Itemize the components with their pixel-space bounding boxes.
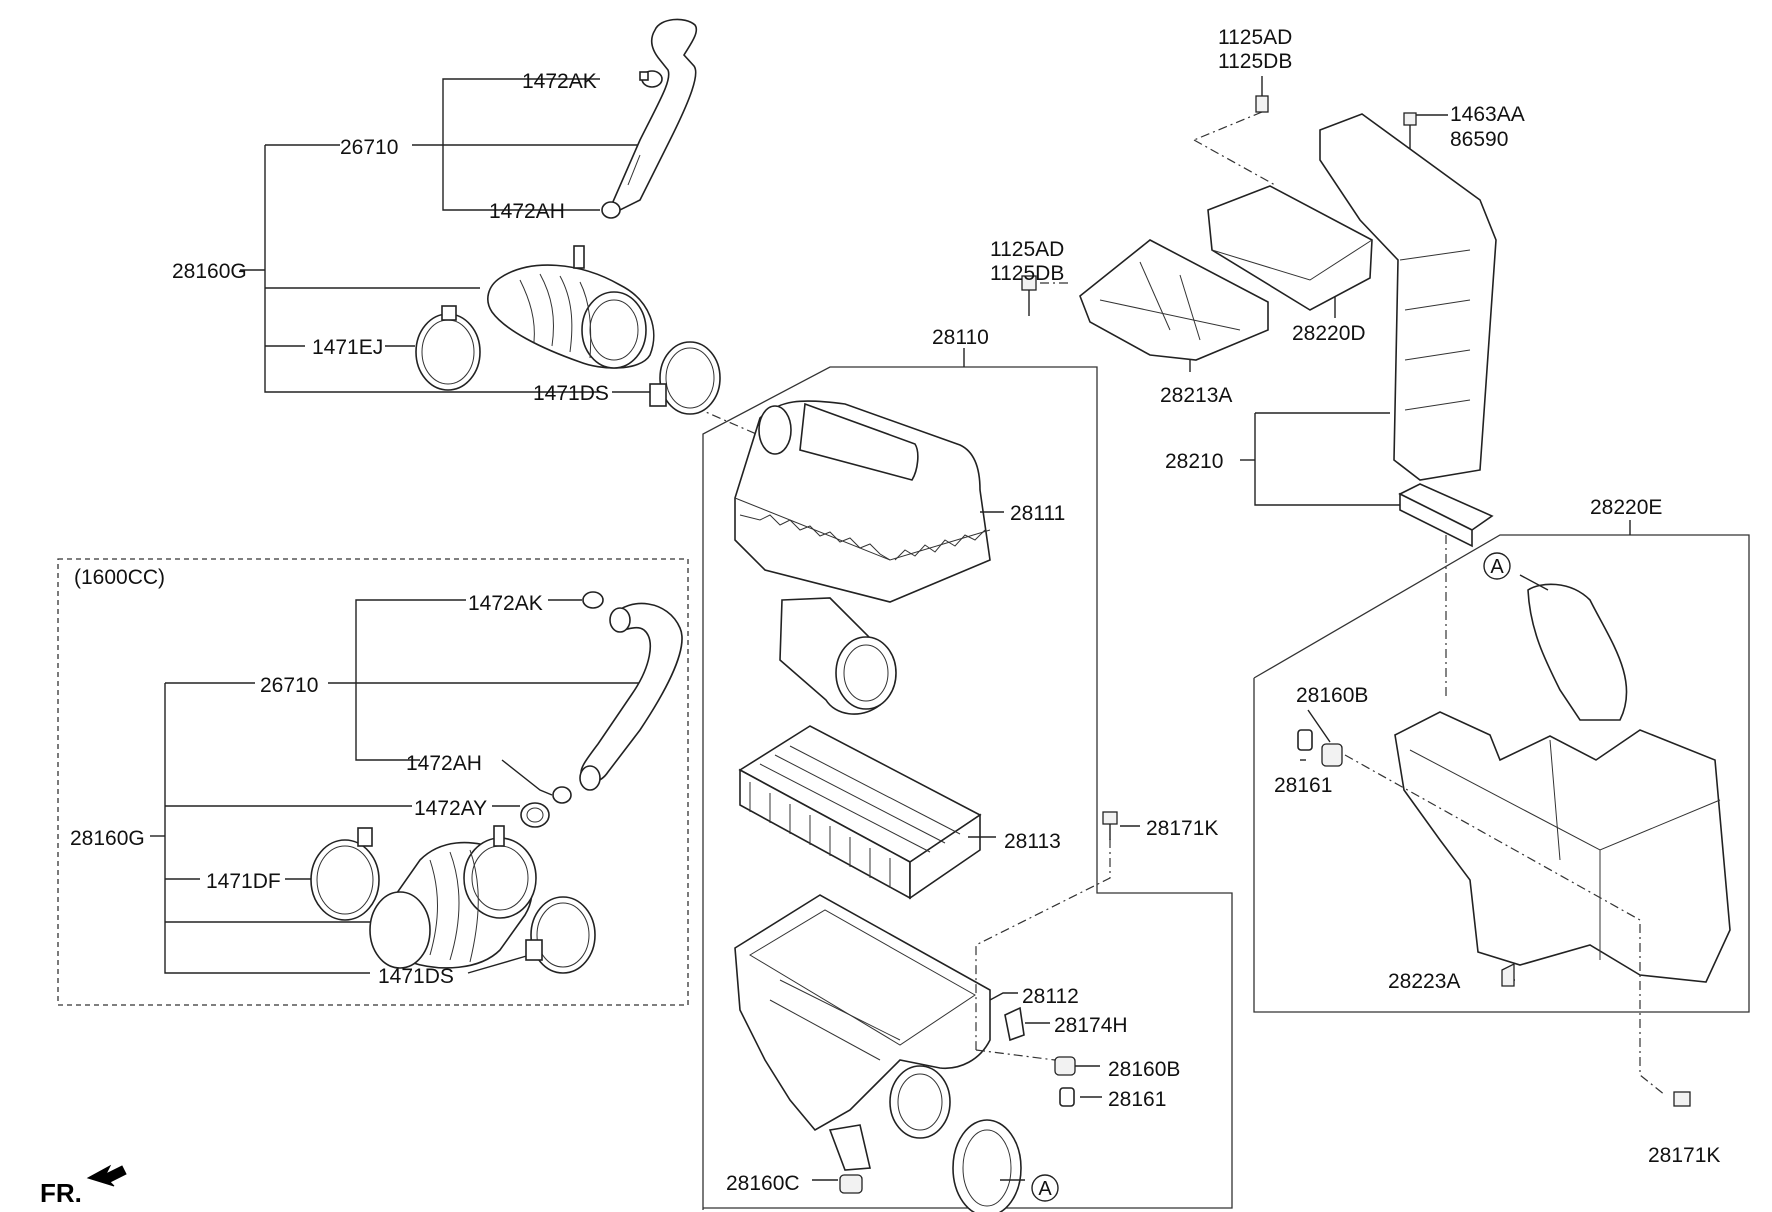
part-labels: 1472AK 26710 1472AH 28160G 1471EJ 1471DS… — [40, 26, 1720, 1208]
label-1472AK-low: 1472AK — [468, 592, 543, 615]
bolt-1125AD-mid — [1021, 275, 1037, 316]
label-28223A: 28223A — [1388, 970, 1460, 993]
duct-seal-ring — [952, 1119, 1022, 1212]
air-cleaner-cover-28111 — [734, 400, 991, 603]
bolt-28171K-mid — [1102, 811, 1118, 840]
label-28174H: 28174H — [1054, 1014, 1128, 1037]
leader-lines-1600cc — [150, 599, 640, 974]
air-duct-28210 — [1319, 113, 1497, 481]
bolt-1125AD-top — [1255, 95, 1269, 113]
intake-hose-1600cc — [369, 825, 537, 969]
hose-clamp-1471DS-top — [649, 341, 721, 415]
grommet-28160B-low — [1054, 1056, 1076, 1076]
assembly-28220E-frame — [1253, 534, 1750, 1013]
ref-marker-a-right: A — [1483, 552, 1511, 580]
label-1125AD-top: 1125AD — [1218, 26, 1292, 49]
label-28160C: 28160C — [726, 1172, 800, 1195]
label-28111: 28111 — [1010, 502, 1065, 525]
label-28161-right: 28161 — [1274, 774, 1332, 797]
assembly-28110-frame — [702, 366, 1233, 1210]
grommet-28160C — [839, 1174, 863, 1194]
label-1463AA: 1463AA — [1450, 103, 1525, 126]
label-1471DF: 1471DF — [206, 870, 281, 893]
label-1471DS-top: 1471DS — [533, 382, 609, 405]
clip-28174H — [1004, 1006, 1025, 1042]
hose-clamp-1471DF — [310, 827, 380, 921]
duct-seal-28210 — [1398, 483, 1494, 548]
breather-hose-1600cc — [579, 602, 683, 791]
breather-hose-upper — [611, 18, 698, 211]
hose-clamp-1471DS-low — [525, 896, 596, 974]
label-1472AK-top: 1472AK — [522, 70, 597, 93]
label-28220D: 28220D — [1292, 322, 1366, 345]
label-28160G-top: 28160G — [172, 260, 247, 283]
label-26710-low: 26710 — [260, 674, 318, 697]
label-28160B-right: 28160B — [1296, 684, 1368, 707]
label-28213A: 28213A — [1160, 384, 1232, 407]
label-1471EJ: 1471EJ — [312, 336, 383, 359]
clamp-1472AH-low — [552, 786, 572, 804]
label-28113: 28113 — [1004, 830, 1061, 853]
label-28220E: 28220E — [1590, 496, 1662, 519]
clamp-1472AK-low — [582, 591, 604, 609]
label-1125DB-top: 1125DB — [1218, 50, 1292, 73]
label-28171K-right: 28171K — [1648, 1144, 1720, 1167]
label-28160B-low: 28160B — [1108, 1058, 1180, 1081]
label-28161-low: 28161 — [1108, 1088, 1166, 1111]
label-28210: 28210 — [1165, 450, 1223, 473]
variant-1600cc-frame — [57, 558, 689, 1006]
air-cleaner-body-28112 — [734, 894, 991, 1171]
label-86590: 86590 — [1450, 128, 1508, 151]
leader-lines-right-box — [1300, 535, 1666, 1096]
grommet-28160B-right — [1321, 743, 1343, 767]
clip-1463AA — [1403, 112, 1417, 126]
label-1125DB-mid: 1125DB — [990, 262, 1064, 285]
label-1125AD-mid: 1125AD — [990, 238, 1064, 261]
resonator-duct — [779, 597, 897, 715]
label-26710-top: 26710 — [340, 136, 398, 159]
clip-28223A — [1501, 962, 1515, 987]
collar-28161-low — [1059, 1087, 1075, 1107]
svg-text:A: A — [1490, 556, 1504, 578]
label-1472AH-top: 1472AH — [489, 200, 565, 223]
label-28160G-low: 28160G — [70, 827, 145, 850]
clamp-1472AH-top — [601, 201, 621, 219]
duct-28213A — [1079, 239, 1269, 361]
label-28171K-mid: 28171K — [1146, 817, 1218, 840]
label-variant-1600cc: (1600CC) — [74, 566, 165, 589]
clamp-1472AY — [520, 802, 550, 828]
front-arrow-icon — [86, 1164, 127, 1187]
air-filter-element-28113 — [738, 725, 982, 900]
bolt-28171K-right — [1673, 1091, 1691, 1107]
label-1472AY: 1472AY — [414, 797, 487, 820]
svg-text:A: A — [1038, 1178, 1052, 1200]
collar-28161-right — [1297, 729, 1313, 751]
label-front: FR. — [40, 1178, 82, 1208]
hose-clamp-1471EJ — [415, 305, 481, 391]
label-1471DS-low: 1471DS — [378, 965, 454, 988]
intake-hose-upper — [487, 245, 655, 369]
label-1472AH-low: 1472AH — [406, 752, 482, 775]
label-28112: 28112 — [1022, 985, 1079, 1008]
clamp-1472AK-top — [639, 70, 663, 88]
ref-marker-a-center: A — [1031, 1174, 1059, 1202]
label-28110: 28110 — [932, 326, 989, 349]
resonator-28220E — [1394, 583, 1731, 983]
leader-lines-center — [812, 511, 1140, 1181]
leader-lines-upper-left — [240, 78, 771, 441]
duct-28220D — [1207, 185, 1373, 311]
